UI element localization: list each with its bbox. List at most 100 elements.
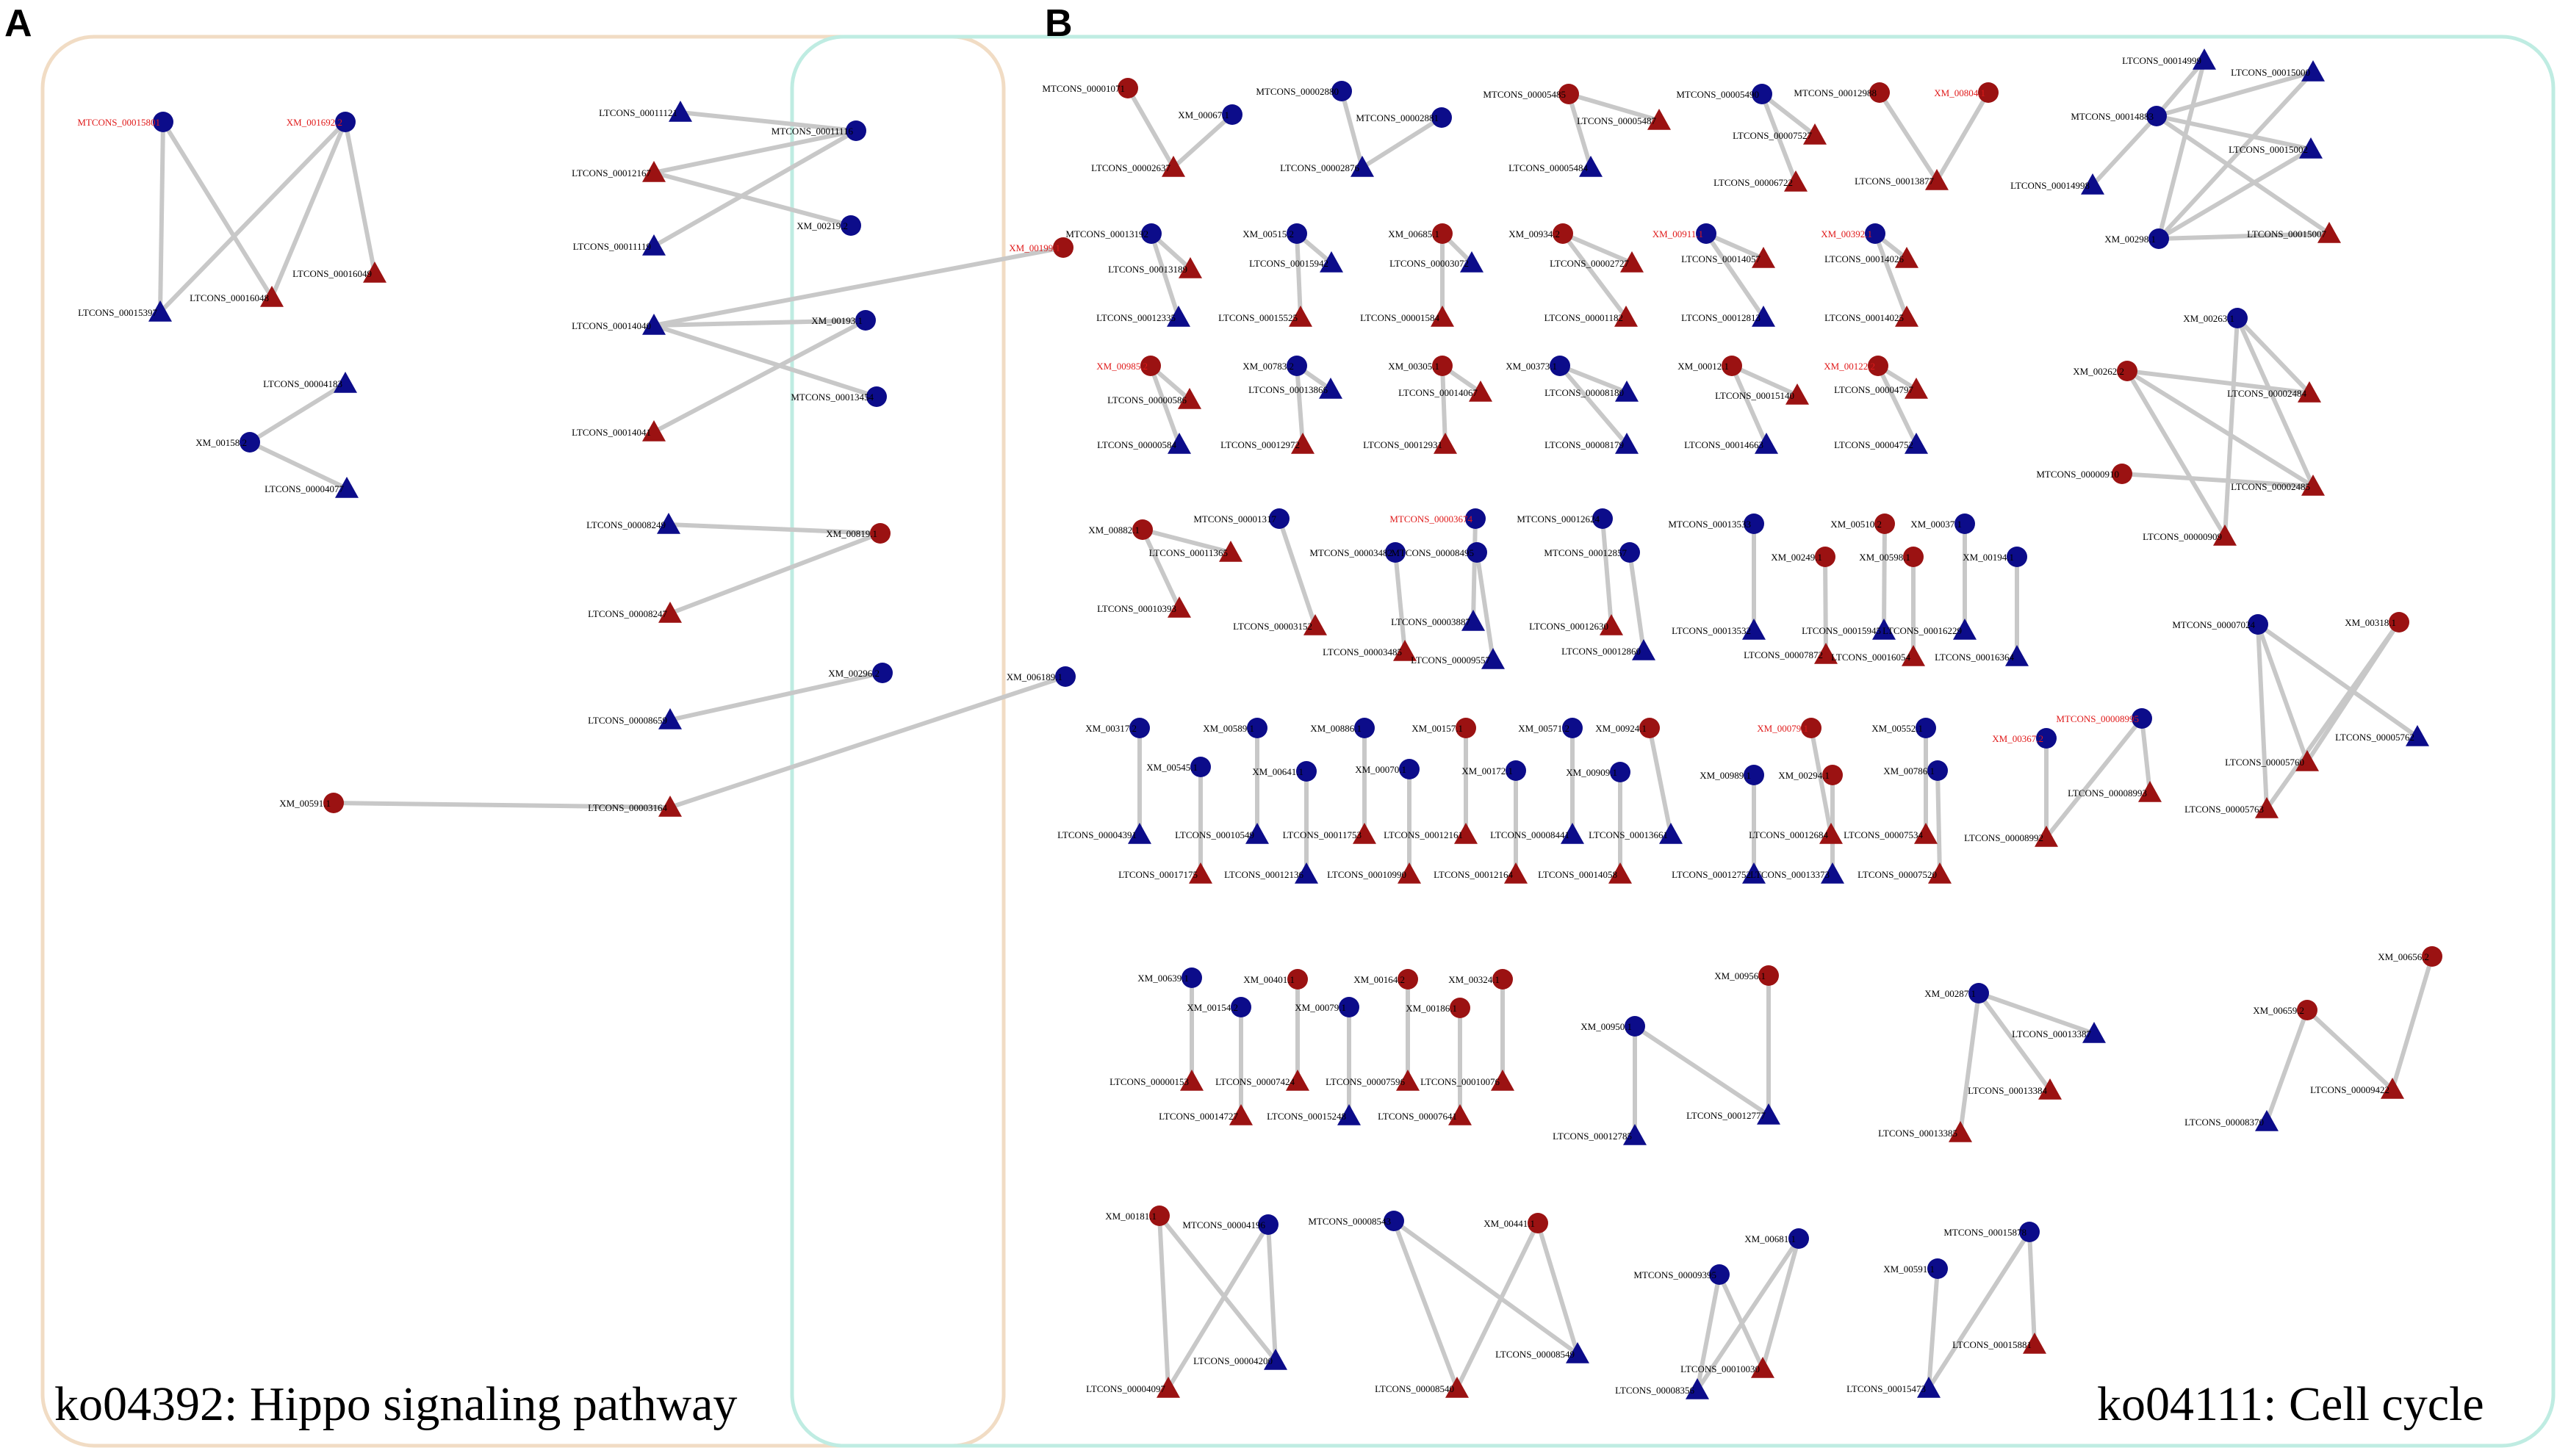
node-XM_00401.1[interactable]: XM_00401.1 bbox=[1243, 969, 1308, 990]
node-MTCONS_00013454[interactable]: MTCONS_00013454 bbox=[791, 386, 887, 407]
node-MTCONS_00004196[interactable]: MTCONS_00004196 bbox=[1182, 1214, 1278, 1235]
node-LTCONS_00017175[interactable]: LTCONS_00017175 bbox=[1118, 862, 1212, 884]
node-LTCONS_00014067[interactable]: LTCONS_00014067 bbox=[1398, 381, 1492, 402]
node-LTCONS_00015881[interactable]: LTCONS_00015881 bbox=[1952, 1333, 2046, 1354]
node-LTCONS_00004077[interactable]: LTCONS_00004077 bbox=[265, 477, 359, 498]
node-LTCONS_00014999[interactable]: LTCONS_00014999 bbox=[2122, 48, 2216, 70]
node-MTCONS_00012857[interactable]: MTCONS_00012857 bbox=[1544, 542, 1640, 563]
node-LTCONS_00008180[interactable]: LTCONS_00008180 bbox=[1544, 381, 1639, 402]
node-LTCONS_00004097[interactable]: LTCONS_00004097 bbox=[1086, 1377, 1180, 1398]
node-LTCONS_00000909[interactable]: LTCONS_00000909 bbox=[2143, 525, 2237, 546]
node-XM_00956.1[interactable]: XM_00956.1 bbox=[1714, 965, 1779, 986]
node-XM_00154.2[interactable]: XM_00154.2 bbox=[1187, 997, 1251, 1017]
node-XM_00510.2[interactable]: XM_00510.2 bbox=[1830, 513, 1895, 534]
node-XM_00262.2[interactable]: XM_00262.2 bbox=[2073, 361, 2137, 381]
node-LTCONS_00007424[interactable]: LTCONS_00007424 bbox=[1215, 1070, 1309, 1091]
node-LTCONS_00012752[interactable]: LTCONS_00012752 bbox=[1672, 862, 1766, 884]
node-LTCONS_00012931[interactable]: LTCONS_00012931 bbox=[1363, 433, 1457, 454]
node-LTCONS_00015397[interactable]: LTCONS_00015397 bbox=[78, 300, 172, 322]
node-XM_00079.1[interactable]: XM_00079.1 bbox=[1757, 718, 1821, 738]
node-XM_00194.1[interactable]: XM_00194.1 bbox=[1963, 547, 2027, 567]
node-XM_00070.1[interactable]: XM_00070.1 bbox=[1355, 759, 1420, 779]
node-MTCONS_00003482[interactable]: MTCONS_00003482 bbox=[1309, 542, 1406, 563]
node-LTCONS_00008549[interactable]: LTCONS_00008549 bbox=[1495, 1342, 1589, 1363]
node-LTCONS_00011753[interactable]: LTCONS_00011753 bbox=[1283, 823, 1376, 844]
node-MTCONS_00001317[interactable]: MTCONS_00001317 bbox=[1193, 508, 1290, 529]
node-MTCONS_00011116[interactable]: MTCONS_00011116 bbox=[772, 120, 866, 141]
node-LTCONS_00010990[interactable]: LTCONS_00010990 bbox=[1327, 862, 1421, 884]
node-XM_00681.1[interactable]: XM_00681.1 bbox=[1744, 1228, 1809, 1249]
node-LTCONS_00005760[interactable]: LTCONS_00005760 bbox=[2225, 750, 2319, 771]
node-LTCONS_00015942[interactable]: LTCONS_00015942 bbox=[1249, 251, 1343, 273]
node-XM_00367.2[interactable]: XM_00367.2 bbox=[1992, 728, 2057, 749]
node-LTCONS_00008540[interactable]: LTCONS_00008540 bbox=[1375, 1377, 1469, 1398]
node-LTCONS_00013384[interactable]: LTCONS_00013384 bbox=[1968, 1078, 2062, 1100]
node-XM_00392.1[interactable]: XM_00392.1 bbox=[1821, 223, 1885, 244]
node-XM_00924.1[interactable]: XM_00924.1 bbox=[1595, 718, 1660, 738]
node-XM_00656.2[interactable]: XM_00656.2 bbox=[2378, 946, 2442, 967]
node-LTCONS_00015945[interactable]: LTCONS_00015945 bbox=[1802, 619, 1896, 640]
node-XM_00641.1[interactable]: XM_00641.1 bbox=[1252, 761, 1317, 782]
node-LTCONS_00013189[interactable]: LTCONS_00013189 bbox=[1108, 257, 1202, 278]
node-XM_00296.2[interactable]: XM_00296.2 bbox=[828, 663, 893, 683]
node-XM_00989.1[interactable]: XM_00989.1 bbox=[1700, 765, 1764, 785]
node-LTCONS_00004752[interactable]: LTCONS_00004752 bbox=[1834, 433, 1928, 454]
node-LTCONS_00014998[interactable]: LTCONS_00014998 bbox=[2010, 173, 2104, 195]
node-LTCONS_00007872[interactable]: LTCONS_00007872 bbox=[1744, 643, 1838, 664]
node-MTCONS_00007024[interactable]: MTCONS_00007024 bbox=[2172, 614, 2268, 635]
node-XM_00158.2[interactable]: XM_00158.2 bbox=[195, 432, 260, 453]
node-LTCONS_00004391[interactable]: LTCONS_00004391 bbox=[1057, 823, 1151, 844]
node-XM_00079.1[interactable]: XM_00079.1 bbox=[1295, 997, 1359, 1017]
node-LTCONS_00015002[interactable]: LTCONS_00015002 bbox=[2229, 137, 2323, 159]
node-XM_00911.1[interactable]: XM_00911.1 bbox=[1652, 223, 1716, 244]
node-XM_00199.1[interactable]: XM_00199.1 bbox=[1009, 237, 1073, 258]
node-XM_00067.1[interactable]: XM_00067.1 bbox=[1178, 104, 1242, 125]
node-LTCONS_00006722[interactable]: LTCONS_00006722 bbox=[1713, 170, 1808, 192]
node-LTCONS_00003152[interactable]: LTCONS_00003152 bbox=[1233, 614, 1327, 635]
node-LTCONS_00008179[interactable]: LTCONS_00008179 bbox=[1544, 433, 1639, 454]
node-XM_00441.1[interactable]: XM_00441.1 bbox=[1484, 1213, 1548, 1233]
node-XM_00685.1[interactable]: XM_00685.1 bbox=[1388, 223, 1453, 244]
node-XM_00591.1[interactable]: XM_00591.1 bbox=[279, 793, 344, 813]
node-XM_00317.2[interactable]: XM_00317.2 bbox=[1085, 718, 1150, 738]
node-LTCONS_00004797[interactable]: LTCONS_00004797 bbox=[1834, 378, 1928, 399]
node-XM_00318.1[interactable]: XM_00318.1 bbox=[2345, 612, 2409, 633]
node-XM_00181.1[interactable]: XM_00181.1 bbox=[1105, 1205, 1170, 1226]
node-LTCONS_00013877[interactable]: LTCONS_00013877 bbox=[1855, 169, 1949, 190]
node-LTCONS_00014025[interactable]: LTCONS_00014025 bbox=[1824, 306, 1918, 327]
node-LTCONS_00013532[interactable]: LTCONS_00013532 bbox=[1672, 619, 1766, 640]
node-LTCONS_00000584[interactable]: LTCONS_00000584 bbox=[1097, 433, 1191, 454]
node-XM_00571.2[interactable]: XM_00571.2 bbox=[1518, 718, 1583, 738]
node-XM_00786.1[interactable]: XM_00786.1 bbox=[1883, 760, 1948, 781]
node-LTCONS_00008370[interactable]: LTCONS_00008370 bbox=[2184, 1110, 2279, 1131]
node-MTCONS_00002880[interactable]: MTCONS_00002880 bbox=[1256, 81, 1352, 101]
node-LTCONS_00012860[interactable]: LTCONS_00012860 bbox=[1561, 639, 1655, 660]
node-XM_00882.1[interactable]: XM_00882.1 bbox=[1088, 519, 1153, 540]
node-LTCONS_00013387[interactable]: LTCONS_00013387 bbox=[2012, 1022, 2106, 1043]
node-LTCONS_00014026[interactable]: LTCONS_00014026 bbox=[1824, 247, 1918, 268]
node-XM_00298.1[interactable]: XM_00298.1 bbox=[2104, 228, 2169, 249]
node-LTCONS_00016364[interactable]: LTCONS_00016364 bbox=[1935, 645, 2029, 666]
node-LTCONS_00005484[interactable]: LTCONS_00005484 bbox=[1508, 156, 1603, 177]
node-LTCONS_00003164[interactable]: LTCONS_00003164 bbox=[588, 796, 682, 817]
node-LTCONS_00010393[interactable]: LTCONS_00010393 bbox=[1097, 597, 1191, 618]
node-LTCONS_00007527[interactable]: LTCONS_00007527 bbox=[1733, 123, 1827, 145]
node-LTCONS_00014040[interactable]: LTCONS_00014040 bbox=[572, 314, 666, 335]
node-LTCONS_00000153[interactable]: LTCONS_00000153 bbox=[1110, 1070, 1204, 1091]
node-LTCONS_00013385[interactable]: LTCONS_00013385 bbox=[1878, 1121, 1972, 1142]
node-XM_00193.1[interactable]: XM_00193.1 bbox=[811, 310, 876, 331]
node-LTCONS_00002727[interactable]: LTCONS_00002727 bbox=[1550, 251, 1644, 273]
node-LTCONS_00003072[interactable]: LTCONS_00003072 bbox=[1389, 251, 1484, 273]
node-XM_00886.1[interactable]: XM_00886.1 bbox=[1310, 718, 1375, 738]
node-LTCONS_00014058[interactable]: LTCONS_00014058 bbox=[1538, 862, 1632, 884]
node-MTCONS_00013533[interactable]: MTCONS_00013533 bbox=[1668, 513, 1764, 534]
node-XM_00249.1[interactable]: XM_00249.1 bbox=[1771, 547, 1835, 567]
node-MTCONS_00008495[interactable]: MTCONS_00008495 bbox=[1391, 542, 1487, 563]
node-LTCONS_00008993[interactable]: LTCONS_00008993 bbox=[2068, 781, 2162, 802]
node-LTCONS_00011365[interactable]: LTCONS_00011365 bbox=[1149, 541, 1242, 562]
node-LTCONS_00011121[interactable]: LTCONS_00011121 bbox=[599, 101, 692, 122]
node-LTCONS_00005763[interactable]: LTCONS_00005763 bbox=[2184, 797, 2279, 818]
node-LTCONS_00008247[interactable]: LTCONS_00008247 bbox=[588, 602, 682, 623]
node-LTCONS_00007641[interactable]: LTCONS_00007641 bbox=[1378, 1104, 1472, 1125]
node-LTCONS_00010549[interactable]: LTCONS_00010549 bbox=[1175, 823, 1269, 844]
